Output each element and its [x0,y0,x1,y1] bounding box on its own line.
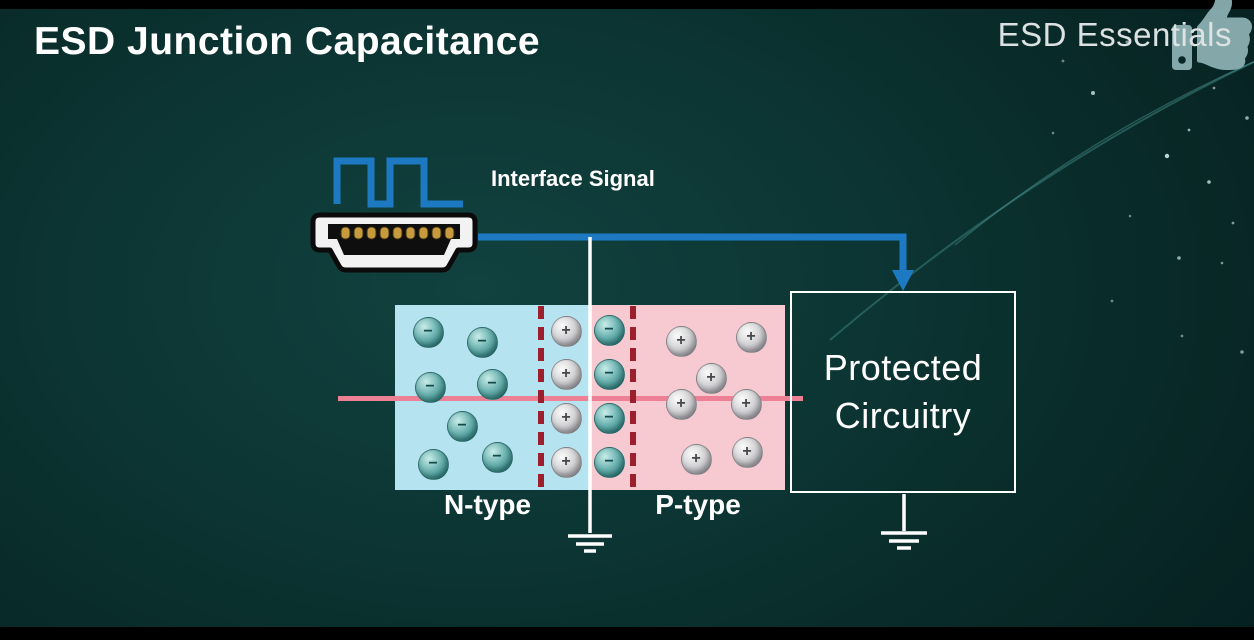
protected-circuitry-box: Protected Circuitry [790,291,1016,493]
background-curve-highlight [954,61,1254,246]
n-type-label: N-type [443,489,532,520]
brand-text: ESD Essentials [997,16,1232,53]
p-type-label: P-type [655,489,741,520]
protected-box-label-line1: Protected [823,347,983,389]
depletion-boundary-left [538,306,544,489]
thumbs-up-icon [1172,0,1252,70]
protected-box-label-line2: Circuitry [834,395,972,436]
pn-junction-line [338,396,803,401]
letterbox-bottom [0,627,1254,640]
depletion-boundary-right [630,306,636,489]
letterbox-top [0,0,1254,9]
interface-signal-label: Interface Signal [491,166,655,191]
background-curve [829,60,1254,341]
background-stars [1051,40,1249,354]
page-title: ESD Junction Capacitance [34,20,541,63]
